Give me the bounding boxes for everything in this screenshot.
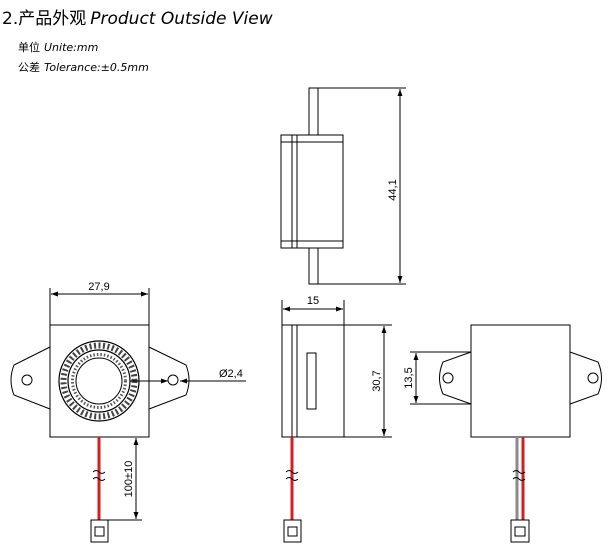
side-connector: [283, 519, 302, 543]
top-view-body: [280, 134, 344, 249]
front-connector: [90, 519, 109, 543]
tolerance-spec: 公差 Tolerance:±0.5mm: [18, 59, 149, 75]
back-view: [410, 324, 602, 543]
sound-port-inner-ring: [71, 353, 127, 409]
tolerance-label-cn: 公差: [18, 61, 40, 74]
back-right-hole: [587, 372, 599, 384]
dim-depth-side: 15: [307, 295, 319, 307]
front-left-hole: [21, 374, 33, 386]
sound-port-opening: [75, 357, 123, 405]
dim-hole-diameter: Ø2,4: [219, 368, 243, 380]
back-view-body: [470, 324, 571, 438]
side-view-body: [281, 324, 345, 438]
unit-spec: 单位 Unite:mm: [18, 39, 98, 55]
front-right-hole: [167, 374, 179, 386]
back-left-hole: [442, 372, 454, 384]
dim-width-front: 27,9: [88, 281, 109, 293]
unit-label-cn: 单位: [18, 41, 40, 54]
side-view-slot: [306, 352, 317, 410]
front-view: [10, 288, 246, 543]
top-view: [280, 87, 406, 285]
dim-height-total: 44,1: [387, 179, 399, 200]
title-en: Product Outside View: [90, 9, 273, 29]
back-connector: [510, 519, 530, 543]
unit-value: Unite:mm: [44, 41, 99, 54]
dim-lead-length: 100±10: [123, 461, 135, 498]
title-cn: 2.产品外观: [2, 9, 87, 29]
dim-height-body: 30,7: [371, 370, 383, 391]
tolerance-value: Tolerance:±0.5mm: [44, 61, 149, 74]
front-left-flange: [10, 346, 51, 410]
front-right-flange: [148, 346, 190, 410]
side-view: [281, 300, 392, 543]
back-right-flange: [569, 351, 602, 405]
back-left-flange: [439, 351, 472, 405]
dim-height-flange: 13,5: [403, 367, 415, 388]
